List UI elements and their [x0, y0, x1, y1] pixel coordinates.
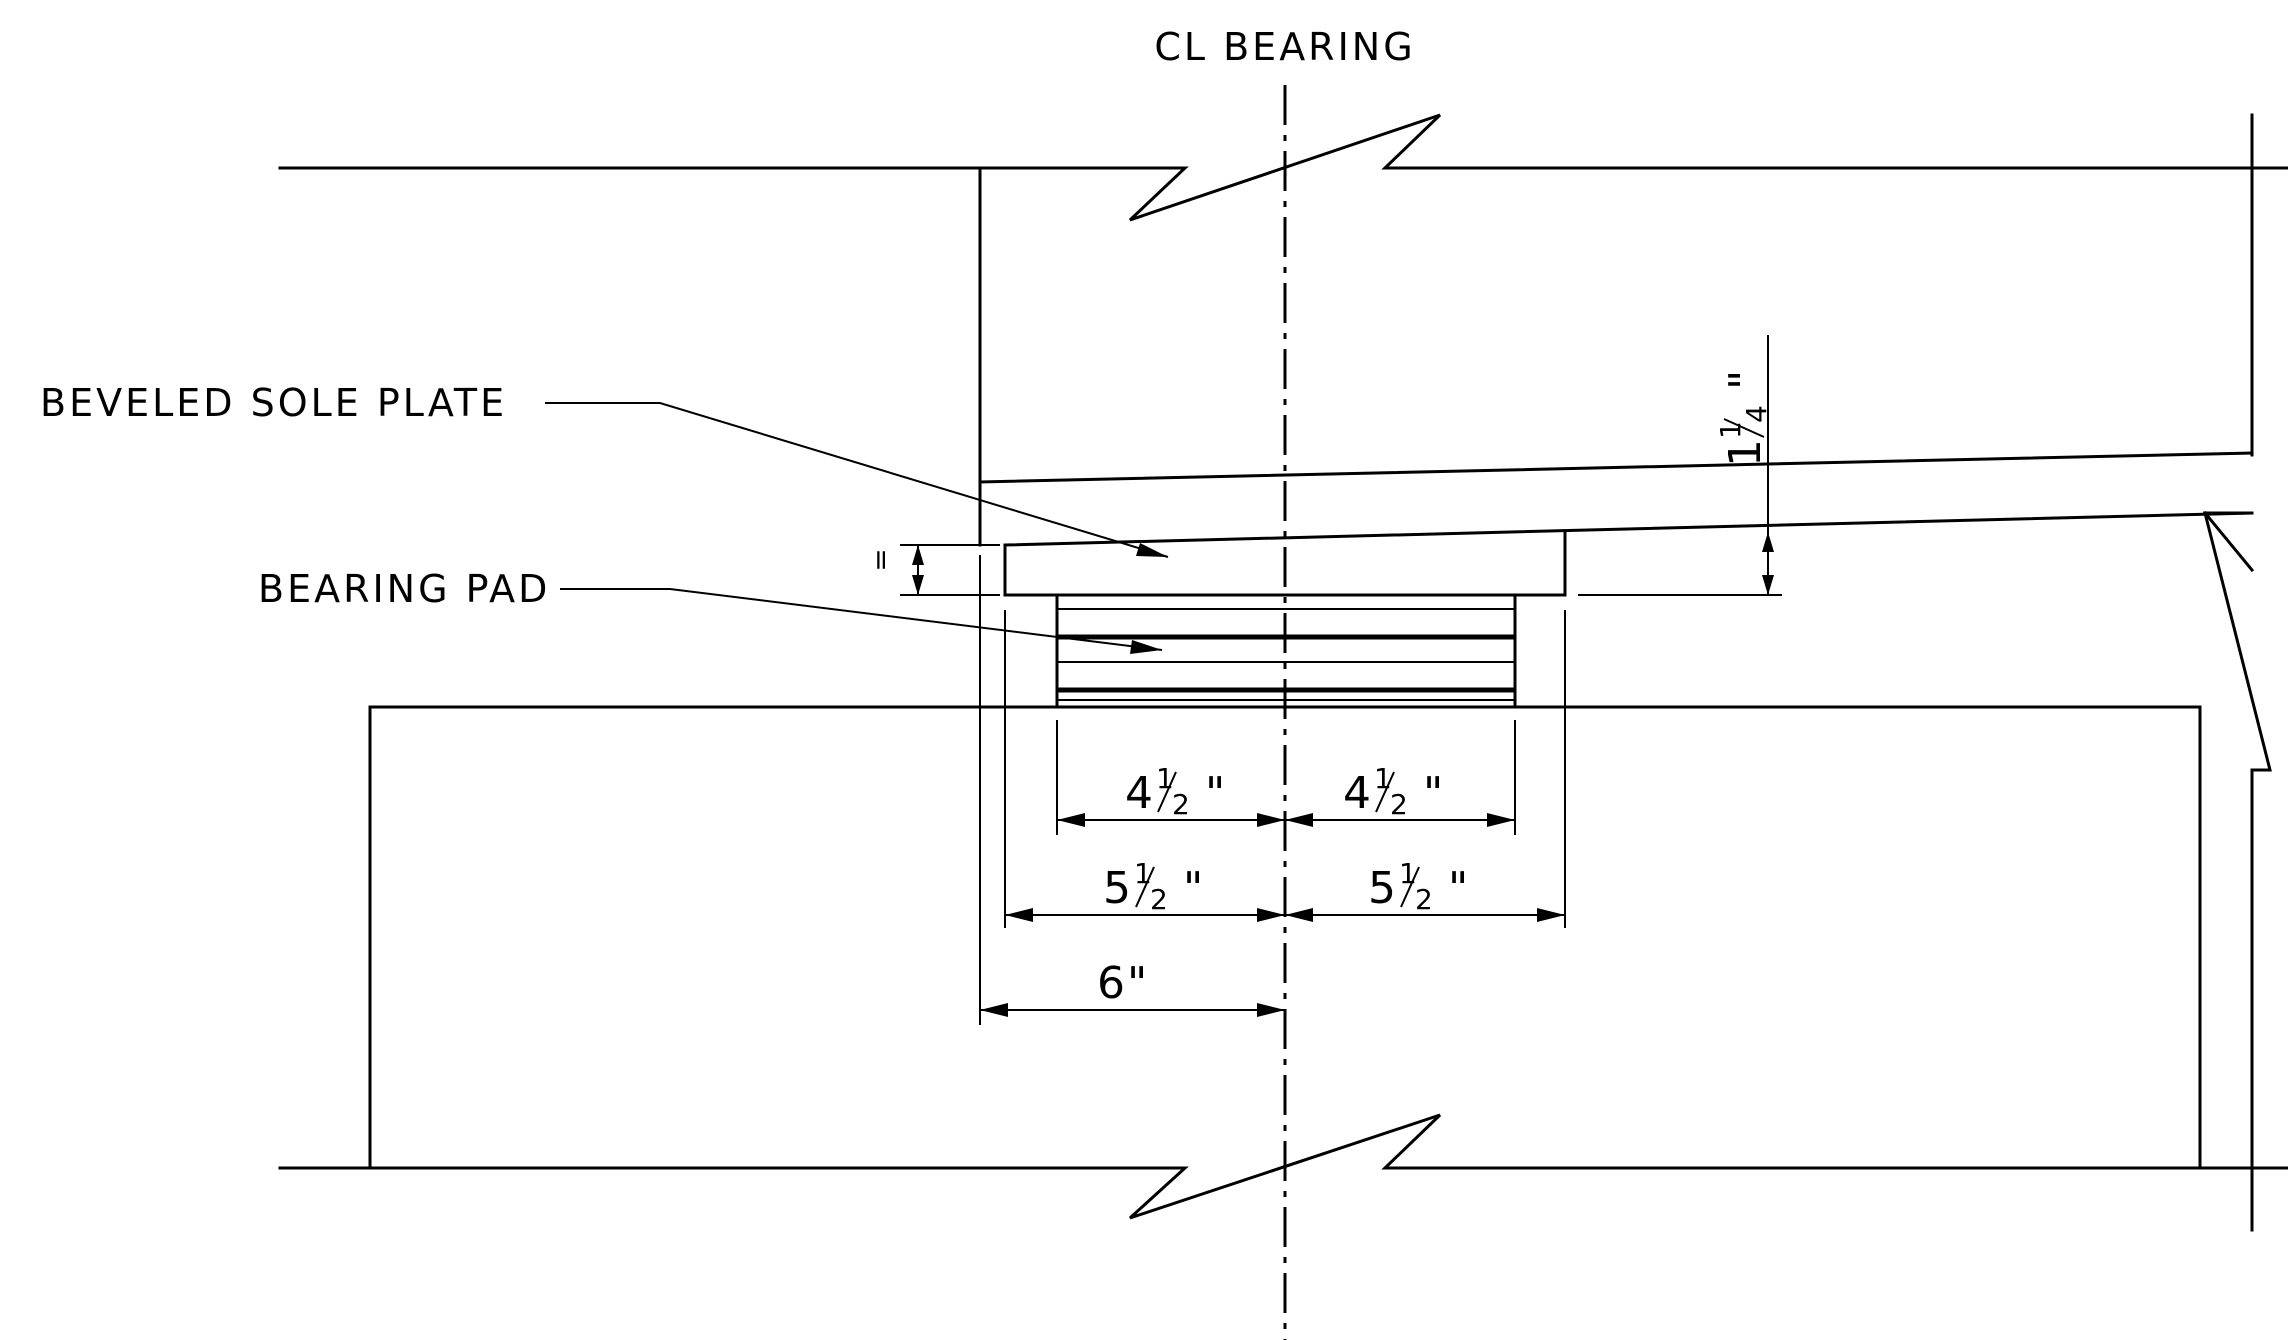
dim-thickness-unit: " — [1720, 370, 1771, 390]
bearing-pad-leader: BEARING PAD — [258, 567, 1163, 654]
sole-plate-leader: BEVELED SOLE PLATE — [40, 381, 1169, 558]
dim-pad-right: 4 1 2 " — [1285, 762, 1515, 827]
right-break-line — [2203, 511, 2272, 1232]
dim-plate-equal: = — [864, 544, 1000, 596]
dim-plate-thickness: 1 1 4 " — [1578, 335, 1782, 596]
dim-plate-left-whole: 5 — [1103, 863, 1131, 914]
dim-plate-right-den: 2 — [1415, 883, 1433, 916]
extension-lines — [979, 555, 1566, 1025]
dim-girder-end-whole: 6 — [1097, 958, 1125, 1009]
dim-pad-left-whole: 4 — [1125, 768, 1153, 819]
dim-plate-left-den: 2 — [1150, 883, 1168, 916]
bearing-pad-label: BEARING PAD — [258, 567, 550, 611]
dim-plate-left-unit: " — [1183, 863, 1203, 914]
dim-thickness-whole: 1 — [1720, 439, 1771, 467]
girder-bottom-flange-line — [978, 451, 2254, 484]
cl-bearing-label: CL BEARING — [1154, 25, 1415, 69]
dim-pad-left: 4 1 2 " — [1057, 762, 1285, 827]
dim-pad-right-whole: 4 — [1343, 768, 1371, 819]
dim-pad-left-unit: " — [1205, 768, 1225, 819]
dim-pad-right-unit: " — [1423, 768, 1443, 819]
dim-pad-right-den: 2 — [1390, 788, 1408, 821]
dim-girder-end-unit: " — [1127, 958, 1147, 1009]
dim-girder-end: 6 " — [980, 958, 1285, 1017]
dim-plate-right-unit: " — [1448, 863, 1468, 914]
dim-equal-mark: = — [864, 548, 897, 571]
right-break-upper — [2202, 510, 2255, 573]
dim-thickness-den: 4 — [1740, 405, 1773, 423]
beveled-sole-plate-label: BEVELED SOLE PLATE — [40, 381, 507, 425]
dim-plate-right: 5 1 2 " — [1285, 857, 1565, 922]
dim-pad-left-den: 2 — [1172, 788, 1190, 821]
dim-plate-left: 5 1 2 " — [1005, 857, 1285, 922]
sole-plate-top-line — [1003, 511, 2254, 547]
dim-plate-right-whole: 5 — [1368, 863, 1396, 914]
